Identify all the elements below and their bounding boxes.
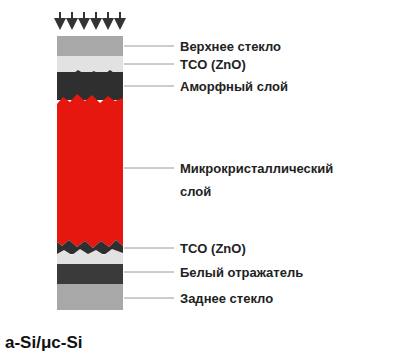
layer-label: Микрокристаллический слой (180, 157, 355, 203)
top-glass (57, 36, 123, 56)
layer-label: Заднее стекло (180, 287, 400, 310)
layer-label: Верхнее стекло (180, 35, 400, 58)
layer-label: Белый отражатель (180, 261, 400, 284)
layer-label: TCO (ZnO) (180, 237, 400, 260)
amorphous-edge (57, 70, 123, 76)
light-arrows (60, 12, 120, 24)
leader-lines (124, 46, 174, 298)
tco-bottom (57, 249, 123, 264)
microcrystalline-layer (57, 94, 123, 248)
white-reflector (57, 264, 123, 284)
back-glass (57, 284, 123, 310)
amorphous-layer (57, 72, 123, 100)
layer-label: Аморфный слой (180, 75, 400, 98)
tco-top (57, 56, 123, 72)
caption: a-Si/μc-Si (5, 333, 82, 353)
layer-label: TCO (ZnO) (180, 53, 400, 76)
